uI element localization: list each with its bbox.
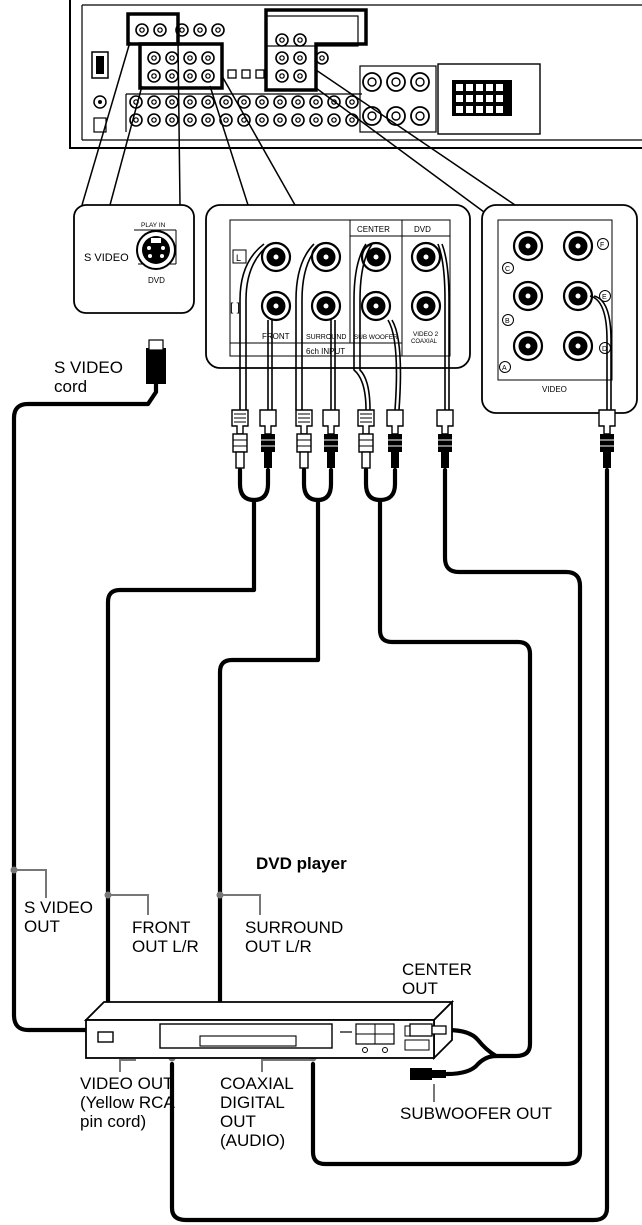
letter-d: D [602, 346, 607, 353]
magnifier-lines [81, 41, 516, 213]
center-label: CENTER [357, 225, 390, 234]
video-zoom-panel [481, 204, 638, 414]
surround-label: SURROUND [306, 334, 346, 341]
panel-wiring [239, 243, 612, 411]
front-out-label: FRONT OUT L/R [132, 918, 199, 956]
svideo-cord-label: S VIDEO cord [54, 358, 123, 396]
video-label: VIDEO [542, 385, 567, 394]
center-out-label: CENTER OUT [402, 960, 472, 998]
video2-label: VIDEO 2 [413, 331, 439, 338]
plugs [146, 339, 616, 469]
right-channel-mark: [ ] [230, 300, 240, 314]
svideo-dvd-label: DVD [148, 276, 165, 285]
letter-c: C [505, 266, 510, 273]
six-ch-input-label: 6ch INPUT [306, 347, 345, 356]
dvd-player-unit [83, 999, 455, 1080]
receiver-rear-panel [69, 0, 642, 149]
leader-lines [14, 869, 435, 1102]
letter-b: B [505, 318, 510, 325]
play-in-label: PLAY IN [141, 222, 166, 229]
surround-out-label: SURROUND OUT L/R [245, 918, 344, 956]
svideo-panel-label: S VIDEO [84, 252, 129, 264]
letter-e: E [602, 294, 607, 301]
letter-f: F [600, 242, 604, 249]
cables [11, 381, 610, 1223]
video-out-label: VIDEO OUT (Yellow RCA pin cord) [80, 1074, 175, 1131]
front-label: FRONT [262, 332, 290, 341]
subwoofer-label: SUB WOOFER [354, 334, 398, 341]
coaxial-label: COAXIAL [411, 339, 438, 345]
svideo-zoom-panel [73, 204, 195, 314]
dvd-label: DVD [414, 225, 431, 234]
letter-a: A [502, 365, 507, 372]
left-channel-mark: L [236, 253, 241, 263]
svideo-out-label: S VIDEO OUT [24, 898, 93, 936]
subwoofer-out-label: SUBWOOFER OUT [400, 1104, 553, 1123]
panel-texts: S VIDEO PLAY IN DVD L [ ] FRONT SURROUND… [84, 222, 607, 394]
diagram-title: DVD player [256, 854, 347, 873]
coaxial-out-label: COAXIAL DIGITAL OUT (AUDIO) [220, 1074, 294, 1150]
